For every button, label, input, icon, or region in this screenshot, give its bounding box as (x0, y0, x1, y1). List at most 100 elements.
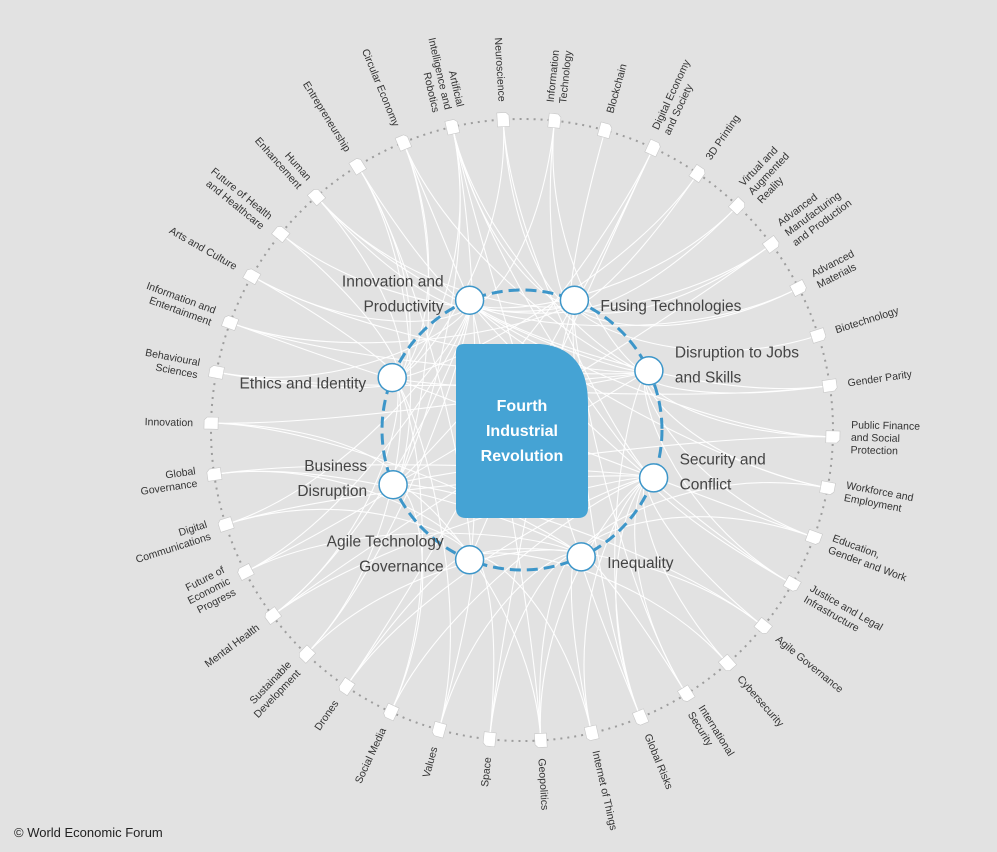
topic-node[interactable]: BehaviouralSciences (142, 347, 225, 382)
topic-node[interactable]: AdvancedMaterials (789, 248, 863, 297)
document-icon[interactable] (583, 724, 600, 741)
topic-node[interactable]: Biotechnology (809, 305, 901, 344)
topic-node[interactable]: Workforce andEmployment (819, 480, 915, 517)
document-icon[interactable] (348, 157, 367, 176)
key-issue-circle[interactable] (566, 542, 596, 572)
topic-node[interactable]: Digital Economyand Society (644, 57, 705, 158)
document-icon[interactable] (644, 138, 662, 158)
document-icon[interactable] (382, 702, 400, 722)
document-icon[interactable] (804, 528, 823, 545)
topic-node[interactable]: InternationalSecurity (677, 684, 737, 765)
document-icon[interactable] (394, 134, 413, 152)
connection-line (391, 173, 699, 379)
document-icon[interactable] (789, 279, 808, 297)
topic-node[interactable]: SustainableDevelopment (243, 644, 317, 721)
document-icon[interactable] (337, 676, 356, 697)
connection-line (306, 299, 471, 655)
key-issue-circle[interactable] (634, 356, 664, 386)
topic-node[interactable]: InformationTechnology (545, 48, 575, 129)
document-icon[interactable] (297, 644, 317, 664)
key-issue-circle[interactable] (378, 469, 408, 500)
topic-node[interactable]: Geopolitics (534, 732, 551, 811)
document-icon[interactable] (677, 684, 696, 703)
center-topic-box[interactable] (456, 344, 588, 518)
key-issue-fusing[interactable]: Fusing Technologies (559, 285, 742, 315)
document-icon[interactable] (482, 731, 497, 748)
topic-node[interactable]: Arts and Culture (167, 225, 262, 286)
document-icon[interactable] (306, 187, 327, 207)
document-icon[interactable] (809, 327, 827, 344)
document-icon[interactable] (761, 234, 780, 254)
topic-node[interactable]: Social Media (353, 702, 400, 786)
document-icon[interactable] (206, 467, 223, 482)
topic-node[interactable]: DigitalCommunications (130, 516, 235, 566)
topic-node[interactable]: HumanEnhancement (252, 127, 327, 207)
topic-node[interactable]: Entrepreneurship (300, 79, 367, 176)
topic-node[interactable]: Future of Healthand Healthcare (200, 166, 291, 244)
topic-node[interactable]: Neuroscience (492, 37, 510, 128)
key-issue-circle[interactable] (638, 463, 669, 493)
document-icon[interactable] (753, 616, 773, 635)
key-issue-circle[interactable] (454, 545, 485, 575)
key-issue-circle[interactable] (559, 285, 590, 315)
topic-node[interactable]: Global Risks (631, 708, 675, 791)
document-icon[interactable] (717, 653, 738, 672)
document-icon[interactable] (217, 516, 235, 533)
topic-node[interactable]: Internet of Things (583, 724, 619, 832)
document-icon[interactable] (203, 416, 219, 430)
topic-node[interactable]: Space (479, 731, 497, 788)
document-icon[interactable] (221, 315, 240, 332)
document-icon[interactable] (444, 119, 461, 136)
document-icon[interactable] (534, 732, 548, 748)
key-issue-ethics[interactable]: Ethics and Identity (240, 362, 407, 393)
document-icon[interactable] (631, 708, 650, 727)
key-issue-inequality[interactable]: Inequality (566, 542, 674, 572)
topic-node[interactable]: 3D Printing (688, 113, 743, 184)
key-issue-circle[interactable] (377, 362, 407, 393)
document-icon[interactable] (242, 267, 262, 286)
topic-node[interactable]: Drones (312, 676, 356, 733)
topic-node[interactable]: ArtificialIntelligence andRobotics (413, 34, 466, 136)
topic-node[interactable]: Innovation (145, 416, 219, 430)
document-icon[interactable] (688, 163, 707, 184)
topic-label: Social Media (353, 726, 389, 786)
document-icon[interactable] (496, 112, 510, 128)
document-icon[interactable] (782, 574, 802, 592)
topic-label: SustainableDevelopment (243, 659, 304, 721)
key-issue-circle[interactable] (454, 285, 485, 315)
document-icon[interactable] (208, 365, 225, 380)
document-icon[interactable] (727, 196, 746, 216)
document-icon[interactable] (821, 378, 838, 393)
topic-node[interactable]: Future ofEconomicProgress (180, 563, 255, 618)
document-icon[interactable] (263, 606, 283, 626)
topic-node[interactable]: Education,Gender and Work (804, 528, 913, 584)
topic-node[interactable]: Agile Governance (753, 616, 845, 696)
topic-node[interactable]: Values (421, 720, 448, 779)
topic-node[interactable]: Blockchain (596, 62, 630, 140)
document-icon[interactable] (271, 225, 291, 244)
document-icon[interactable] (431, 720, 448, 739)
topic-node[interactable]: Cybersecurity (717, 653, 786, 730)
document-icon[interactable] (236, 563, 255, 581)
topic-node[interactable]: Circular Economy (359, 47, 413, 152)
topic-node[interactable]: Justice and LegalInfrastructure (782, 574, 885, 645)
topic-node[interactable]: Virtual andAugmentedReality (727, 142, 801, 216)
document-icon[interactable] (819, 480, 836, 495)
connection-line (229, 322, 650, 375)
connection-line (570, 552, 593, 734)
topic-node[interactable]: Gender Parity (821, 368, 913, 393)
topic-node[interactable]: Information andEntertainment (140, 280, 240, 332)
topic-node[interactable]: GlobalGovernance (138, 465, 223, 498)
topic-label: Justice and LegalInfrastructure (802, 583, 885, 645)
document-icon[interactable] (596, 121, 613, 140)
topic-node[interactable]: Mental Health (203, 606, 283, 671)
topic-label: Virtual andAugmentedReality (737, 142, 801, 206)
topic-node[interactable]: Public Financeand SocialProtection (825, 419, 921, 458)
document-icon[interactable] (547, 112, 562, 129)
document-icon[interactable] (825, 430, 841, 444)
